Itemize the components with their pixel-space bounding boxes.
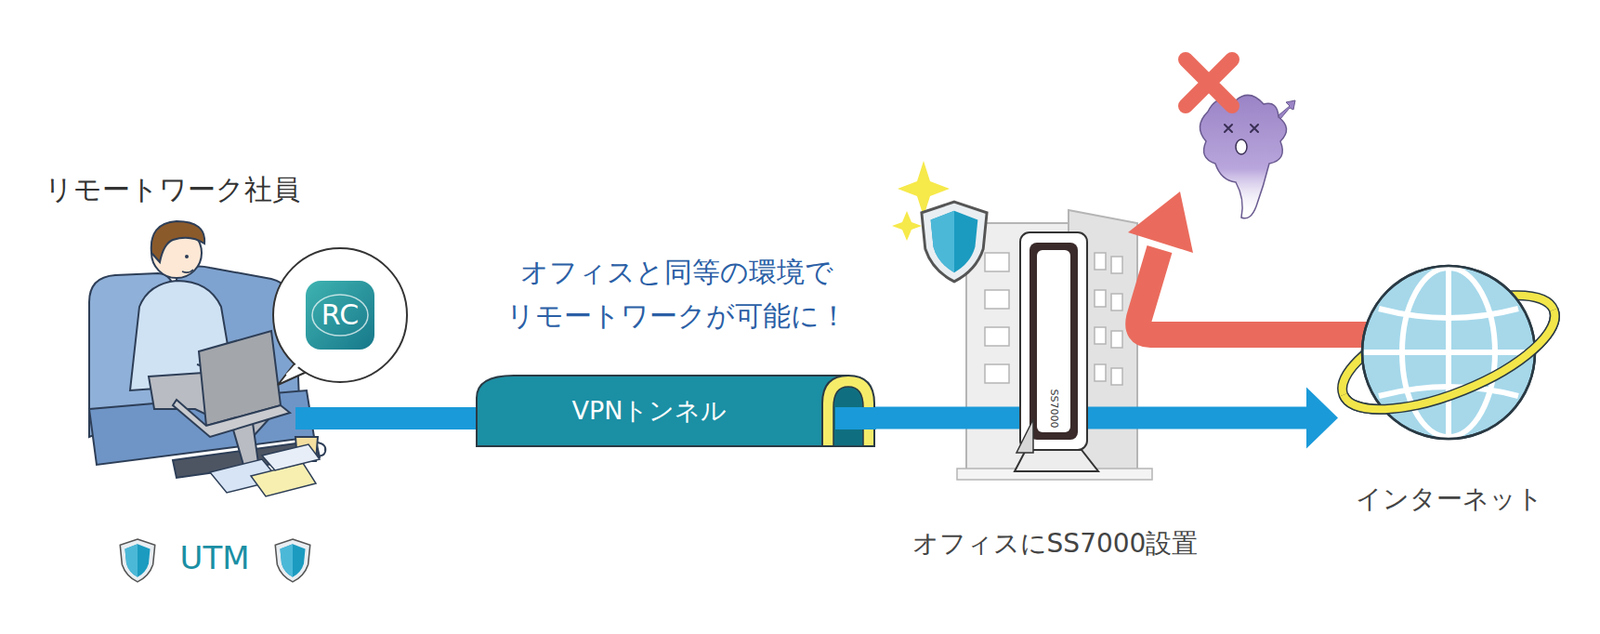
node-text: RC [321,298,359,332]
device-model: SS7000 [1047,389,1060,429]
node-text: VPNトンネル [572,395,728,426]
vpn-arrow [874,387,1338,449]
node-text: オフィスにSS7000設置 [912,527,1199,560]
internet-globe: インターネット [1337,252,1561,452]
node-text: インターネット [1355,483,1544,515]
internet-globe-shape [1337,252,1561,452]
vpn-tunnel: VPNトンネル [476,375,875,446]
utm-label: UTM [180,538,250,578]
app-bubble: RC [270,245,410,385]
person-label: リモートワーク社員 [44,172,301,207]
office-building-shape [958,209,1152,480]
headline-note: オフィスと同等の環境で リモートワークが可能に！ [506,250,848,338]
office-building: オフィスにSS7000設置 [958,209,1152,480]
